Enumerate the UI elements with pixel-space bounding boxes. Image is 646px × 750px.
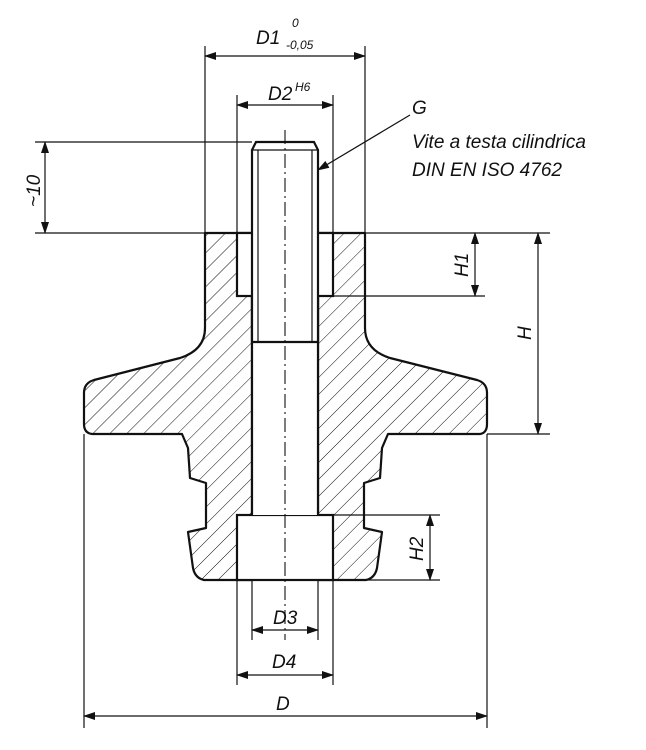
screw-description: Vite a testa cilindrica xyxy=(412,132,586,153)
screw-stud xyxy=(250,140,320,344)
dim-d1: D1 0 -0,05 xyxy=(204,16,366,233)
dim-d4: D4 xyxy=(236,580,334,685)
dim-h1: H1 xyxy=(333,232,550,297)
dim-approx10: ~10 xyxy=(24,141,252,234)
d2-label: D2 xyxy=(268,84,293,105)
dim-d2: D2 H6 xyxy=(236,80,334,233)
part-left-half xyxy=(82,231,254,582)
d-label: D xyxy=(276,694,290,715)
part-right-half xyxy=(316,231,489,582)
thread-label: G xyxy=(412,98,427,119)
d3-label: D3 xyxy=(273,608,298,629)
dim-h2: H2 xyxy=(333,514,440,581)
thread-callout: G Vite a testa cilindrica DIN EN ISO 476… xyxy=(317,98,586,181)
dim-d3: D3 xyxy=(251,580,319,640)
approx10-label: ~10 xyxy=(24,174,45,207)
h-label: H xyxy=(515,326,536,340)
d1-tol-lower: -0,05 xyxy=(286,38,314,52)
d2-fit: H6 xyxy=(295,80,311,94)
d1-tol-upper: 0 xyxy=(292,16,299,30)
d4-label: D4 xyxy=(272,652,296,673)
h1-label: H1 xyxy=(452,253,473,277)
d1-label: D1 xyxy=(256,28,280,49)
dim-d: D xyxy=(83,434,488,728)
dim-h: H xyxy=(487,232,550,435)
h2-label: H2 xyxy=(407,536,428,561)
screw-standard: DIN EN ISO 4762 xyxy=(412,160,562,181)
